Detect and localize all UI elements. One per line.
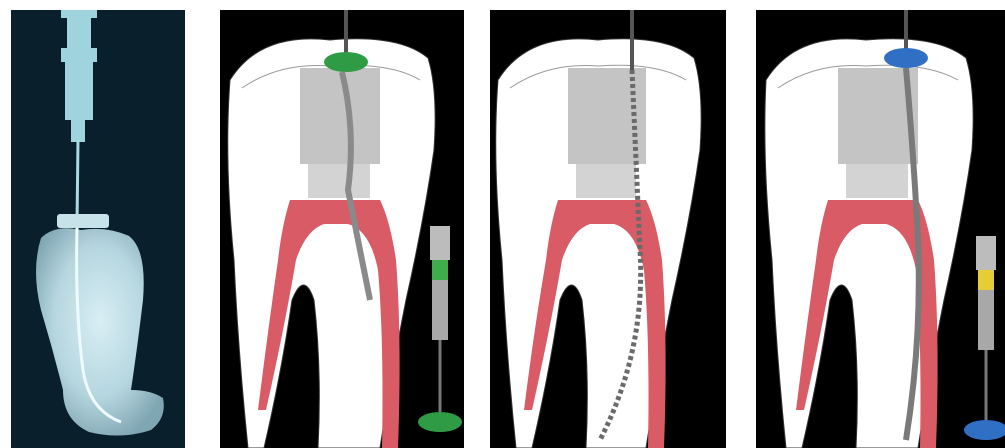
- rubber-stopper: [324, 52, 368, 72]
- illustration-panel-2: [490, 10, 726, 448]
- illustration-panel-1: [220, 10, 464, 448]
- illustration-panel-3: [756, 10, 1005, 448]
- rubber-stopper: [884, 48, 928, 68]
- radiograph-panel: [11, 10, 185, 448]
- radiograph-image: [11, 10, 185, 448]
